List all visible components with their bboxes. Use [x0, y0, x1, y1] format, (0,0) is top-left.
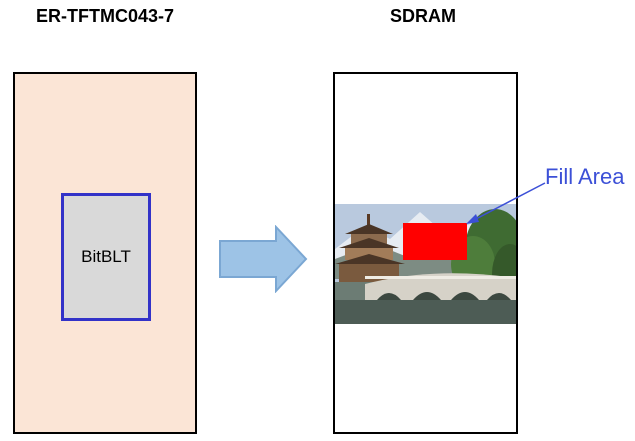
- fill-area-label: Fill Area: [545, 164, 625, 189]
- bitblt-box: BitBLT: [61, 193, 151, 321]
- sdram-panel: [333, 72, 518, 434]
- sdram-title: SDRAM: [390, 6, 456, 26]
- fill-area-rect: [403, 223, 467, 260]
- landscape-image: [335, 204, 516, 324]
- lcd-title: ER-TFTMC043-7: [36, 6, 175, 26]
- transfer-arrow: [219, 225, 308, 293]
- bitblt-label: BitBLT: [81, 247, 131, 266]
